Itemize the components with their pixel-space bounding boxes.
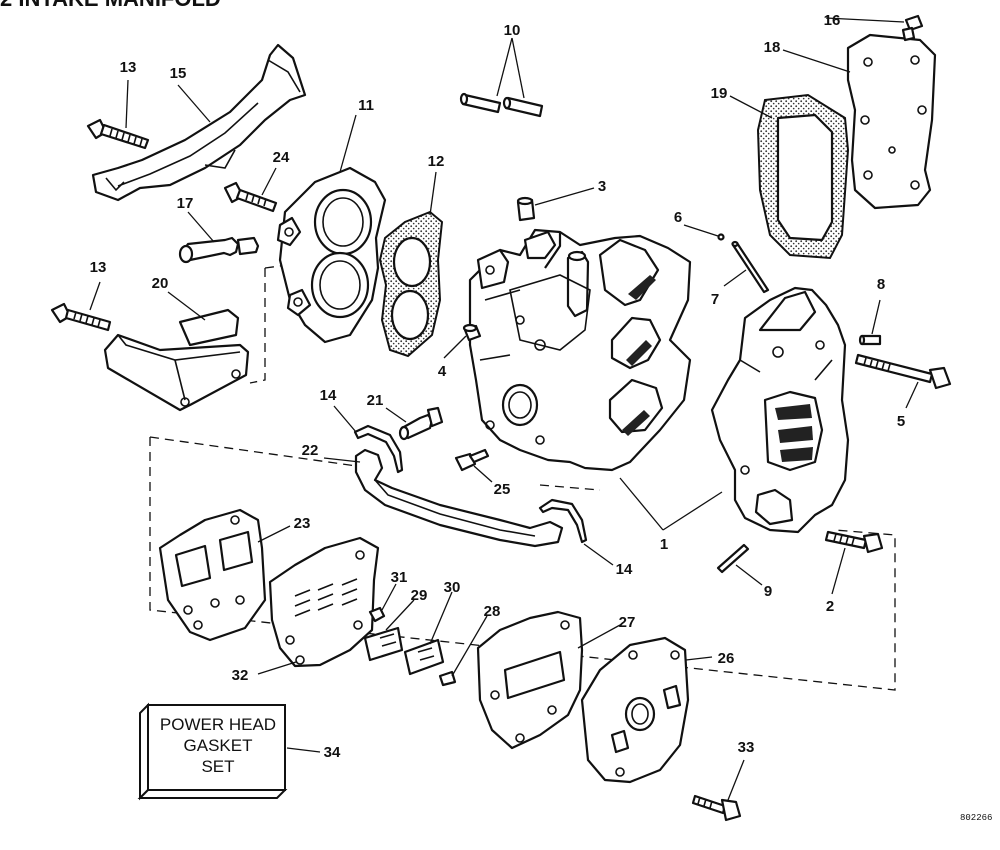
part-23-gasket [158,508,267,642]
part-32-reed-plate [268,536,380,668]
drawing-code: 802266 [960,813,992,823]
callout-20: 20 [152,275,169,292]
callout-22: 22 [302,442,319,459]
part-5-bolt [854,353,952,390]
part-4-plug [462,323,482,342]
part-33-screw [691,794,742,822]
diagram-title: 2 INTAKE MANIFOLD [0,0,221,11]
part-10-pins [459,92,544,118]
callout-25: 25 [494,481,511,498]
part-31-nut [368,606,386,623]
callout-33: 33 [738,739,755,756]
callout-15: 15 [170,65,187,82]
part-27-gasket [476,610,584,750]
box-label-line-1: POWER HEAD [160,715,276,734]
callout-28: 28 [484,603,501,620]
part-19-gasket [756,93,850,260]
callout-17: 17 [177,195,194,212]
part-12-gasket [378,210,444,358]
part-25-screw [454,448,490,472]
part-1-crankcase-cover [710,286,850,534]
part-16-screw [901,14,924,42]
callout-19: 19 [711,85,728,102]
part-28-screw [438,670,457,687]
callout-labels: 1 2 3 4 5 6 7 8 9 10 11 12 13 13 14 14 1… [90,12,906,761]
callout-24: 24 [273,149,290,166]
callout-14-lower: 14 [616,561,633,578]
part-14-clip-lower [538,498,588,544]
callout-2: 2 [826,598,834,615]
part-15-bracket [91,43,307,202]
callout-23: 23 [294,515,311,532]
part-17-fitting [178,236,260,264]
part-34-gasket-set-box: POWER HEAD GASKET SET [137,702,288,801]
callout-7: 7 [711,291,719,308]
part-13-bolt-upper [86,118,150,150]
callout-14-upper: 14 [320,387,337,404]
callout-11: 11 [358,97,374,114]
callout-6: 6 [674,209,682,226]
callout-16: 16 [824,12,841,29]
callout-5: 5 [897,413,905,430]
callout-34: 34 [324,744,341,761]
callout-13-lower: 13 [90,259,107,276]
leader-lines [89,17,919,801]
callout-9: 9 [764,583,772,600]
callout-18: 18 [764,39,781,56]
part-29-reed-stop [363,626,404,662]
part-30-reed [403,638,445,676]
part-7-pin [731,240,770,294]
part-26-intake-cover [580,636,690,784]
callout-12: 12 [428,153,445,170]
part-14-clip-upper [353,424,404,474]
callout-3: 3 [598,178,606,195]
part-11-cover [276,166,387,344]
part-3-plug [516,196,536,222]
callout-8: 8 [877,276,885,293]
part-9-pin [716,543,750,574]
callout-29: 29 [411,587,428,604]
part-6-ball [717,233,725,241]
part-2-bolt [824,530,884,554]
callout-26: 26 [718,650,735,667]
callout-30: 30 [444,579,461,596]
box-label-line-3: SET [201,757,234,776]
part-20-bracket [103,308,250,412]
callout-13-upper: 13 [120,59,137,76]
callout-27: 27 [619,614,636,631]
callout-21: 21 [367,392,384,409]
callout-1: 1 [660,536,668,553]
part-13-bolt-lower [50,302,112,332]
part-24-bolt [223,181,278,213]
callout-4: 4 [438,363,447,380]
callout-31: 31 [391,569,408,586]
callout-10: 10 [504,22,521,39]
part-22-hose [354,448,564,548]
part-1-crankcase-cylinder [468,228,692,472]
part-18-cover [846,33,937,210]
part-8-pin [858,334,882,346]
part-21-fitting [398,406,444,441]
callout-32: 32 [232,667,249,684]
box-label-line-2: GASKET [184,736,253,755]
